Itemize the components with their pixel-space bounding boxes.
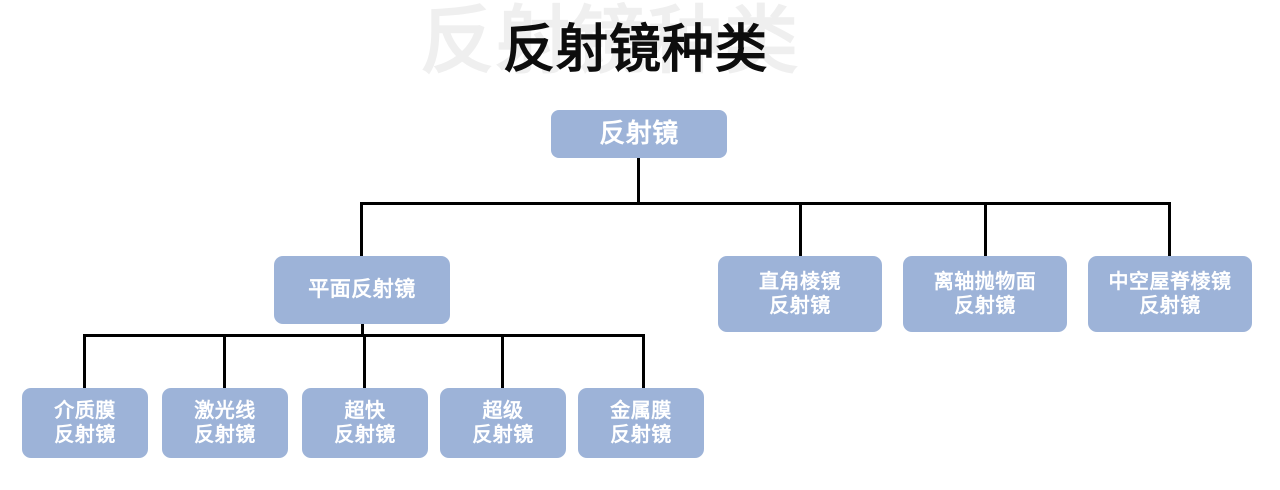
connector-leaf-drop-0 bbox=[83, 334, 86, 390]
node-dielectric-film-mirror[interactable]: 介质膜 反射镜 bbox=[22, 388, 148, 458]
node-off-axis-parabolic-mirror[interactable]: 离轴抛物面 反射镜 bbox=[903, 256, 1067, 332]
node-super-mirror[interactable]: 超级 反射镜 bbox=[440, 388, 566, 458]
node-hollow-roof-prism-mirror[interactable]: 中空屋脊棱镜 反射镜 bbox=[1088, 256, 1252, 332]
node-root-mirror[interactable]: 反射镜 bbox=[551, 110, 727, 158]
node-metal-film-mirror[interactable]: 金属膜 反射镜 bbox=[578, 388, 704, 458]
connector-root-stem bbox=[637, 158, 640, 205]
connector-leaf-drop-2 bbox=[363, 334, 366, 390]
connector-level2-drop-0 bbox=[360, 202, 363, 258]
connector-level2-bus bbox=[360, 202, 1171, 205]
connector-level2-drop-3 bbox=[1168, 202, 1171, 258]
page-title: 反射镜种类 反射镜种类 bbox=[0, 0, 1280, 110]
node-laser-line-mirror[interactable]: 激光线 反射镜 bbox=[162, 388, 288, 458]
node-ultrafast-mirror[interactable]: 超快 反射镜 bbox=[302, 388, 428, 458]
node-plane-mirror[interactable]: 平面反射镜 bbox=[274, 256, 450, 324]
connector-leaf-drop-3 bbox=[501, 334, 504, 390]
connector-level2-drop-2 bbox=[984, 202, 987, 258]
node-right-angle-prism-mirror[interactable]: 直角棱镜 反射镜 bbox=[718, 256, 882, 332]
connector-level2-drop-1 bbox=[799, 202, 802, 258]
connector-leaf-stem bbox=[361, 324, 364, 336]
title-watermark: 反射镜种类 bbox=[420, 0, 800, 82]
connector-leaf-drop-4 bbox=[642, 334, 645, 390]
title-text: 反射镜种类 bbox=[503, 21, 769, 79]
connector-leaf-drop-1 bbox=[223, 334, 226, 390]
